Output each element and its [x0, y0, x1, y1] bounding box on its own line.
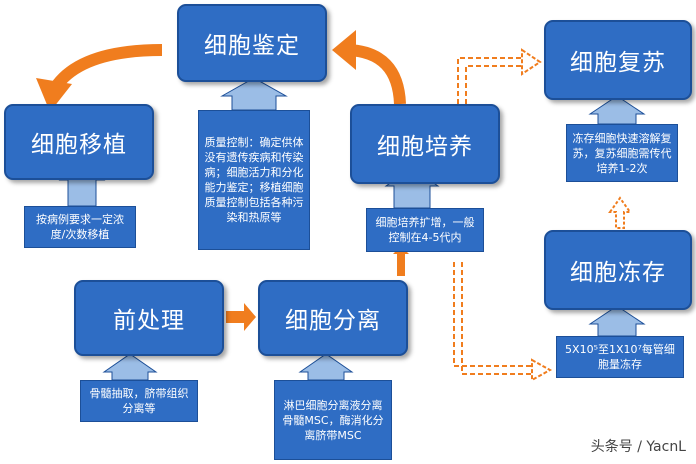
note-culture-text: 细胞培养扩增，一般控制在4-5代内	[375, 216, 475, 244]
arrow-culture-to-identify-head	[332, 30, 356, 70]
note-identify-text: 质量控制：确定供体没有遗传疾病和传染病；细胞活力和分化能力鉴定；移植细胞质量控制…	[204, 136, 304, 224]
node-revive: 细胞复苏	[544, 20, 692, 100]
note-separate: 淋巴细胞分离液分离骨髓MSC，酶消化分离脐带MSC	[274, 380, 392, 460]
node-identify: 细胞鉴定	[177, 4, 327, 82]
note-culture: 细胞培养扩增，一般控制在4-5代内	[366, 208, 484, 252]
arrow-identify-to-transplant	[49, 44, 163, 92]
arrow-culture-to-freeze	[453, 262, 534, 367]
arrow-culture-to-revive	[457, 57, 524, 112]
note-pretreat-text: 骨髓抽取，脐带组织分离等	[89, 387, 189, 415]
node-pretreat: 前处理	[74, 280, 224, 356]
arrow-culture-to-identify	[347, 44, 406, 105]
connector-revive	[588, 95, 646, 125]
connector-separate	[298, 353, 354, 381]
arrow-identify-to-transplant-head	[36, 78, 72, 112]
note-pretreat: 骨髓抽取，脐带组织分离等	[80, 380, 198, 422]
watermark: 头条号 / YacnL	[590, 439, 686, 455]
arrow-freeze-to-revive	[608, 196, 632, 229]
note-transplant-text: 按病例要求一定浓度/次数移植	[36, 213, 124, 241]
node-separate: 细胞分离	[258, 280, 408, 356]
connector-pretreat	[102, 353, 158, 381]
arrow-pretreat-to-separate-shaft	[226, 311, 244, 323]
note-transplant: 按病例要求一定浓度/次数移植	[24, 206, 136, 248]
node-freeze: 细胞冻存	[544, 230, 692, 310]
node-culture: 细胞培养	[350, 104, 500, 184]
node-transplant: 细胞移植	[4, 104, 154, 180]
arrow-pretreat-to-separate-head	[244, 303, 256, 331]
connector-freeze	[588, 305, 646, 337]
note-separate-text: 淋巴细胞分离液分离骨髓MSC，酶消化分离脐带MSC	[282, 398, 384, 442]
note-revive-text: 冻存细胞快速溶解复苏，复苏细胞需传代培养1-2次	[572, 131, 672, 175]
note-freeze-text: 5X10⁵至1X10⁷每管细胞量冻存	[565, 343, 675, 371]
connector-identify	[220, 77, 288, 111]
note-identify: 质量控制：确定供体没有遗传疾病和传染病；细胞活力和分化能力鉴定；移植细胞质量控制…	[198, 110, 310, 250]
arrow-separate-to-culture	[393, 246, 409, 276]
note-revive: 冻存细胞快速溶解复苏，复苏细胞需传代培养1-2次	[566, 124, 678, 182]
note-freeze: 5X10⁵至1X10⁷每管细胞量冻存	[556, 336, 684, 378]
